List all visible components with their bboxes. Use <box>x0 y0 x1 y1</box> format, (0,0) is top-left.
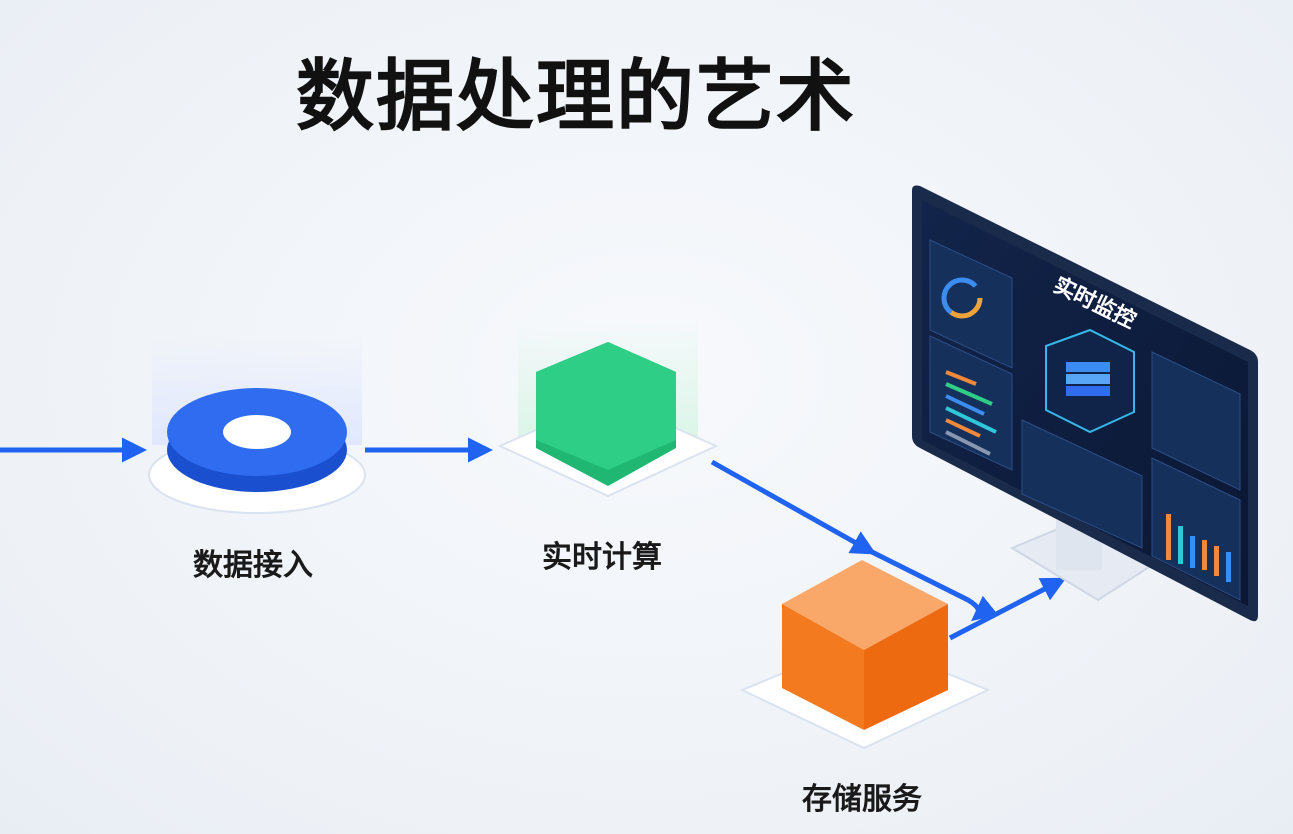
arrow-storage-to-monitor <box>948 577 1067 641</box>
storage-node <box>739 560 991 750</box>
ingest-node <box>148 335 366 514</box>
monitor: 实时监控 <box>912 185 1258 622</box>
diagram-title: 数据处理的艺术 <box>296 52 857 142</box>
compute-node <box>497 320 719 498</box>
flow-arrows <box>0 437 1067 641</box>
label-compute: 实时计算 <box>542 540 662 575</box>
arrow-compute-to-storage <box>710 459 877 555</box>
label-storage: 存储服务 <box>802 782 922 817</box>
label-ingest: 数据接入 <box>193 548 313 583</box>
arrow-compute-to-storage-cont <box>870 549 999 622</box>
